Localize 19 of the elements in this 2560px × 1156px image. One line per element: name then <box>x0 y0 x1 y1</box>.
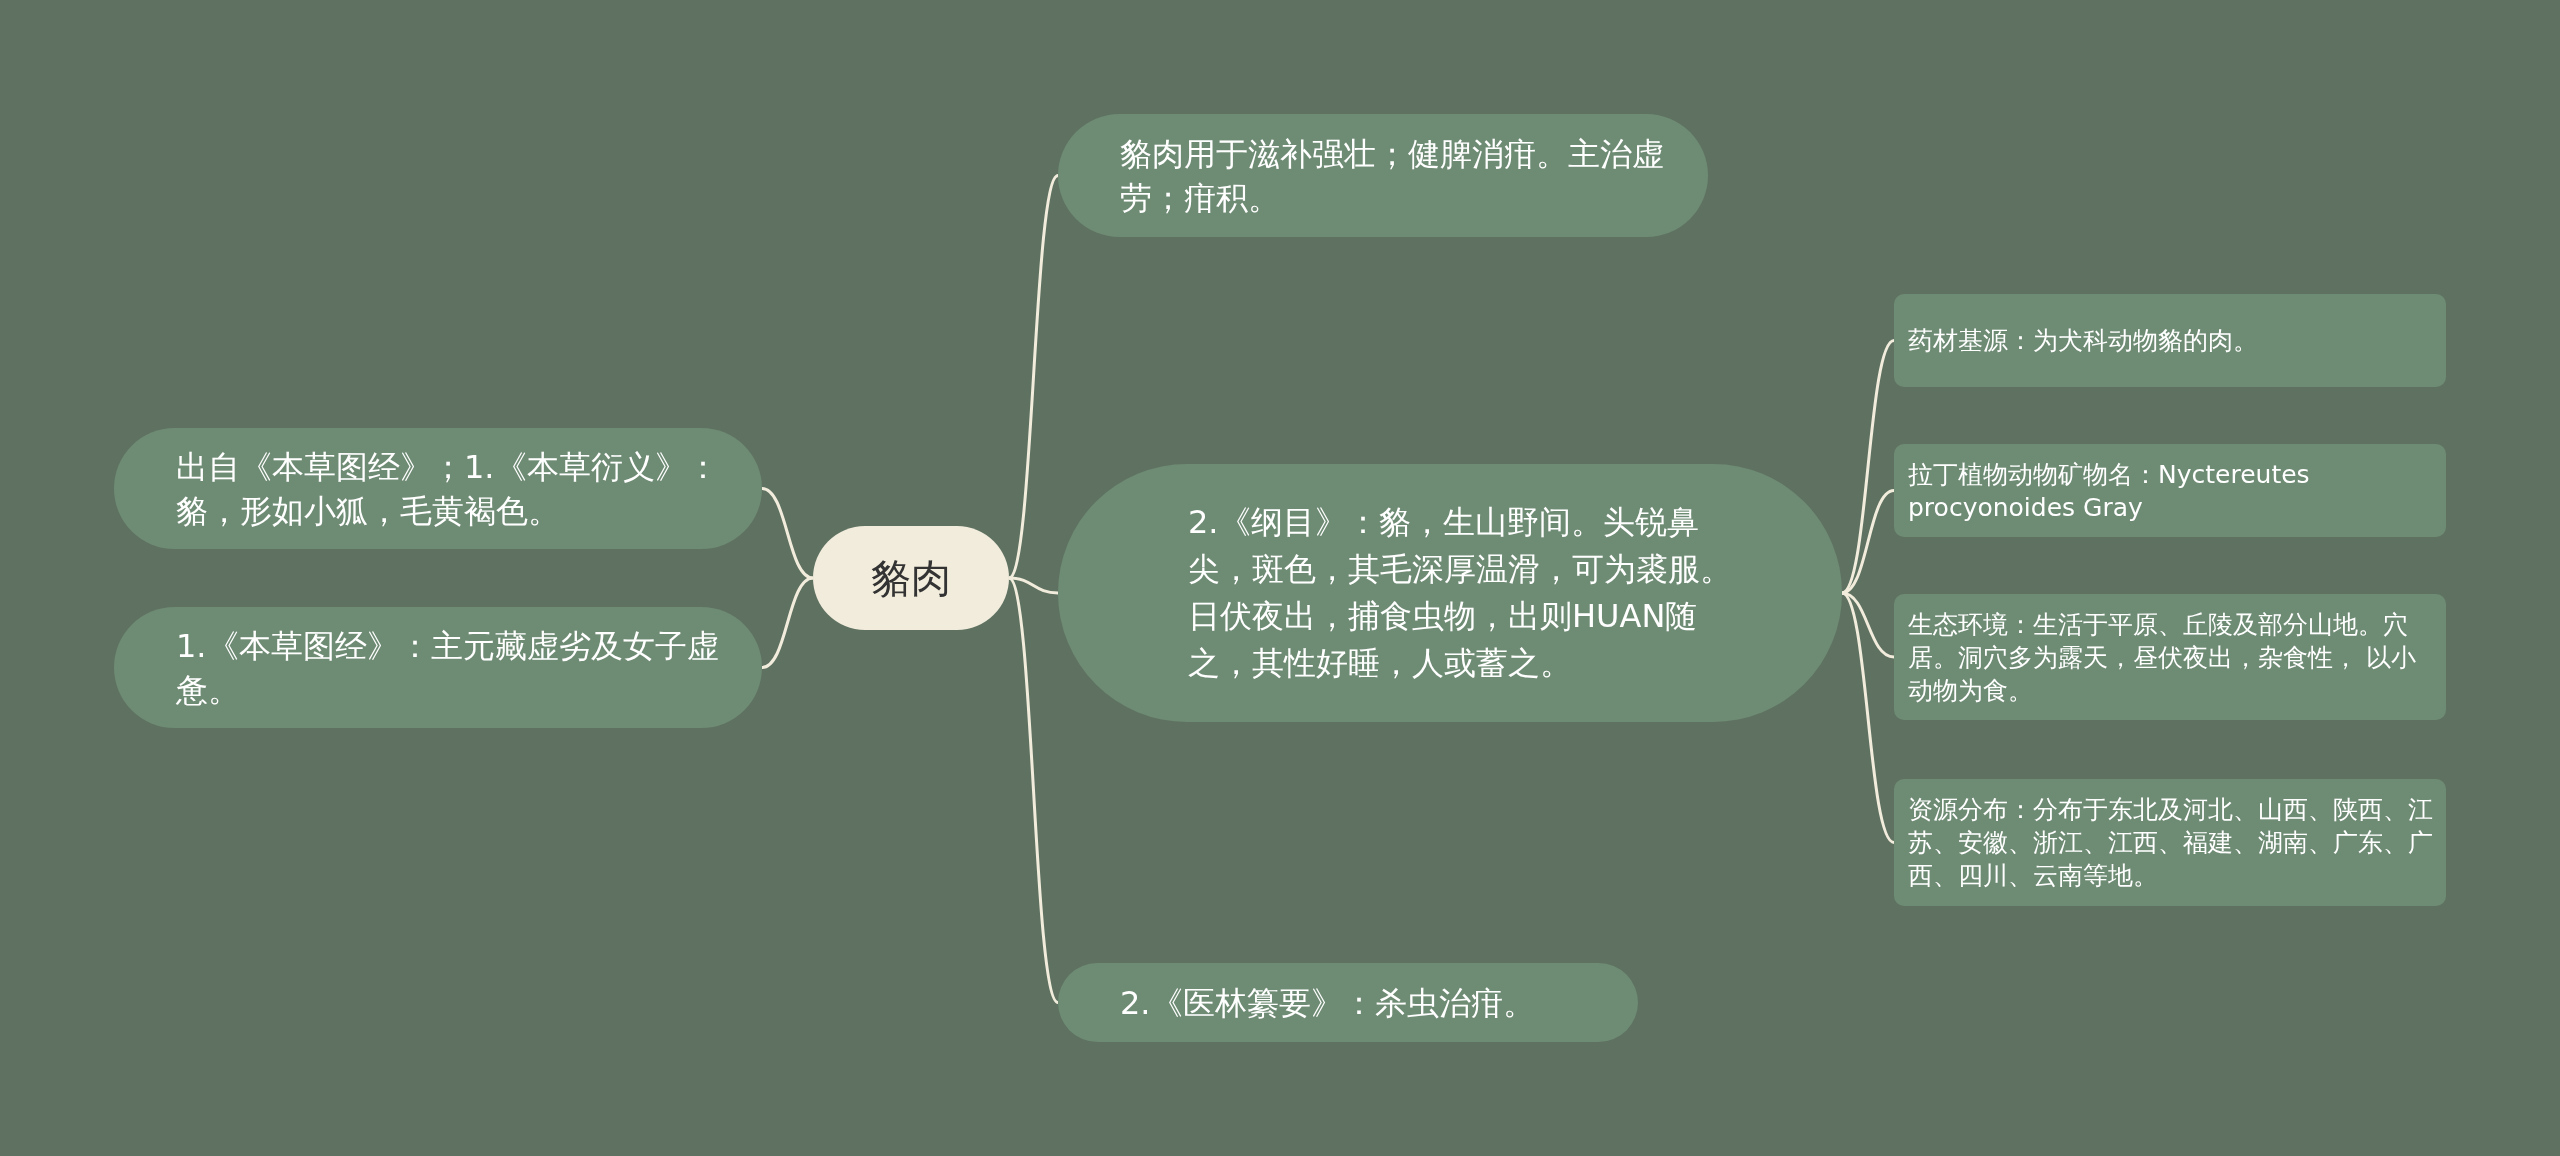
topic-text: 生态环境：生活于平原、丘陵及部分山地。穴居。洞穴多为露天，昼伏夜出，杂食性， 以小动物为食。 <box>1908 608 2417 707</box>
topic-text: 药材基源：为犬科动物貉的肉。 <box>1908 325 2258 357</box>
topic-text: 貉肉用于滋补强壮；健脾消疳。主治虚劳；疳积。 <box>1120 133 1665 219</box>
topic-text: 2.《纲目》：貉，生山野间。头锐鼻尖，斑色，其毛深厚温滑，可为裘服。日伏夜出，捕食虫物，出则HUAN随之，其性好睡，人或蓄之。 <box>1188 502 1732 684</box>
topic-bubble <box>1894 779 2446 906</box>
topic-bubble <box>1894 294 2446 387</box>
connector-line <box>1007 577 1060 1004</box>
topic-text: 资源分布：分布于东北及河北、山西、陕西、江苏、安徽、浙江、江西、福建、湖南、广东、广西、四川、云南等地。 <box>1908 794 2434 892</box>
topic-text: 1.《本草图经》：主元藏虚劣及女子虚惫。 <box>176 625 720 711</box>
connector-line <box>761 487 814 580</box>
topic-text: 2.《医林纂要》：杀虫治疳。 <box>1120 982 1535 1024</box>
connector-line <box>761 576 814 669</box>
topic-text: 拉丁植物动物矿物名：Nyctereutes procyonoides Gray <box>1908 458 2311 524</box>
topic-text: 貉肉 <box>871 554 951 603</box>
connector-line <box>1007 174 1060 579</box>
topic-bubble <box>1894 444 2446 537</box>
connector-line <box>1841 591 1895 844</box>
topic-text: 出自《本草图经》；1.《本草衍义》：貉，形如小狐，毛黄褐色。 <box>176 446 720 532</box>
topic-bubble <box>1894 594 2446 720</box>
